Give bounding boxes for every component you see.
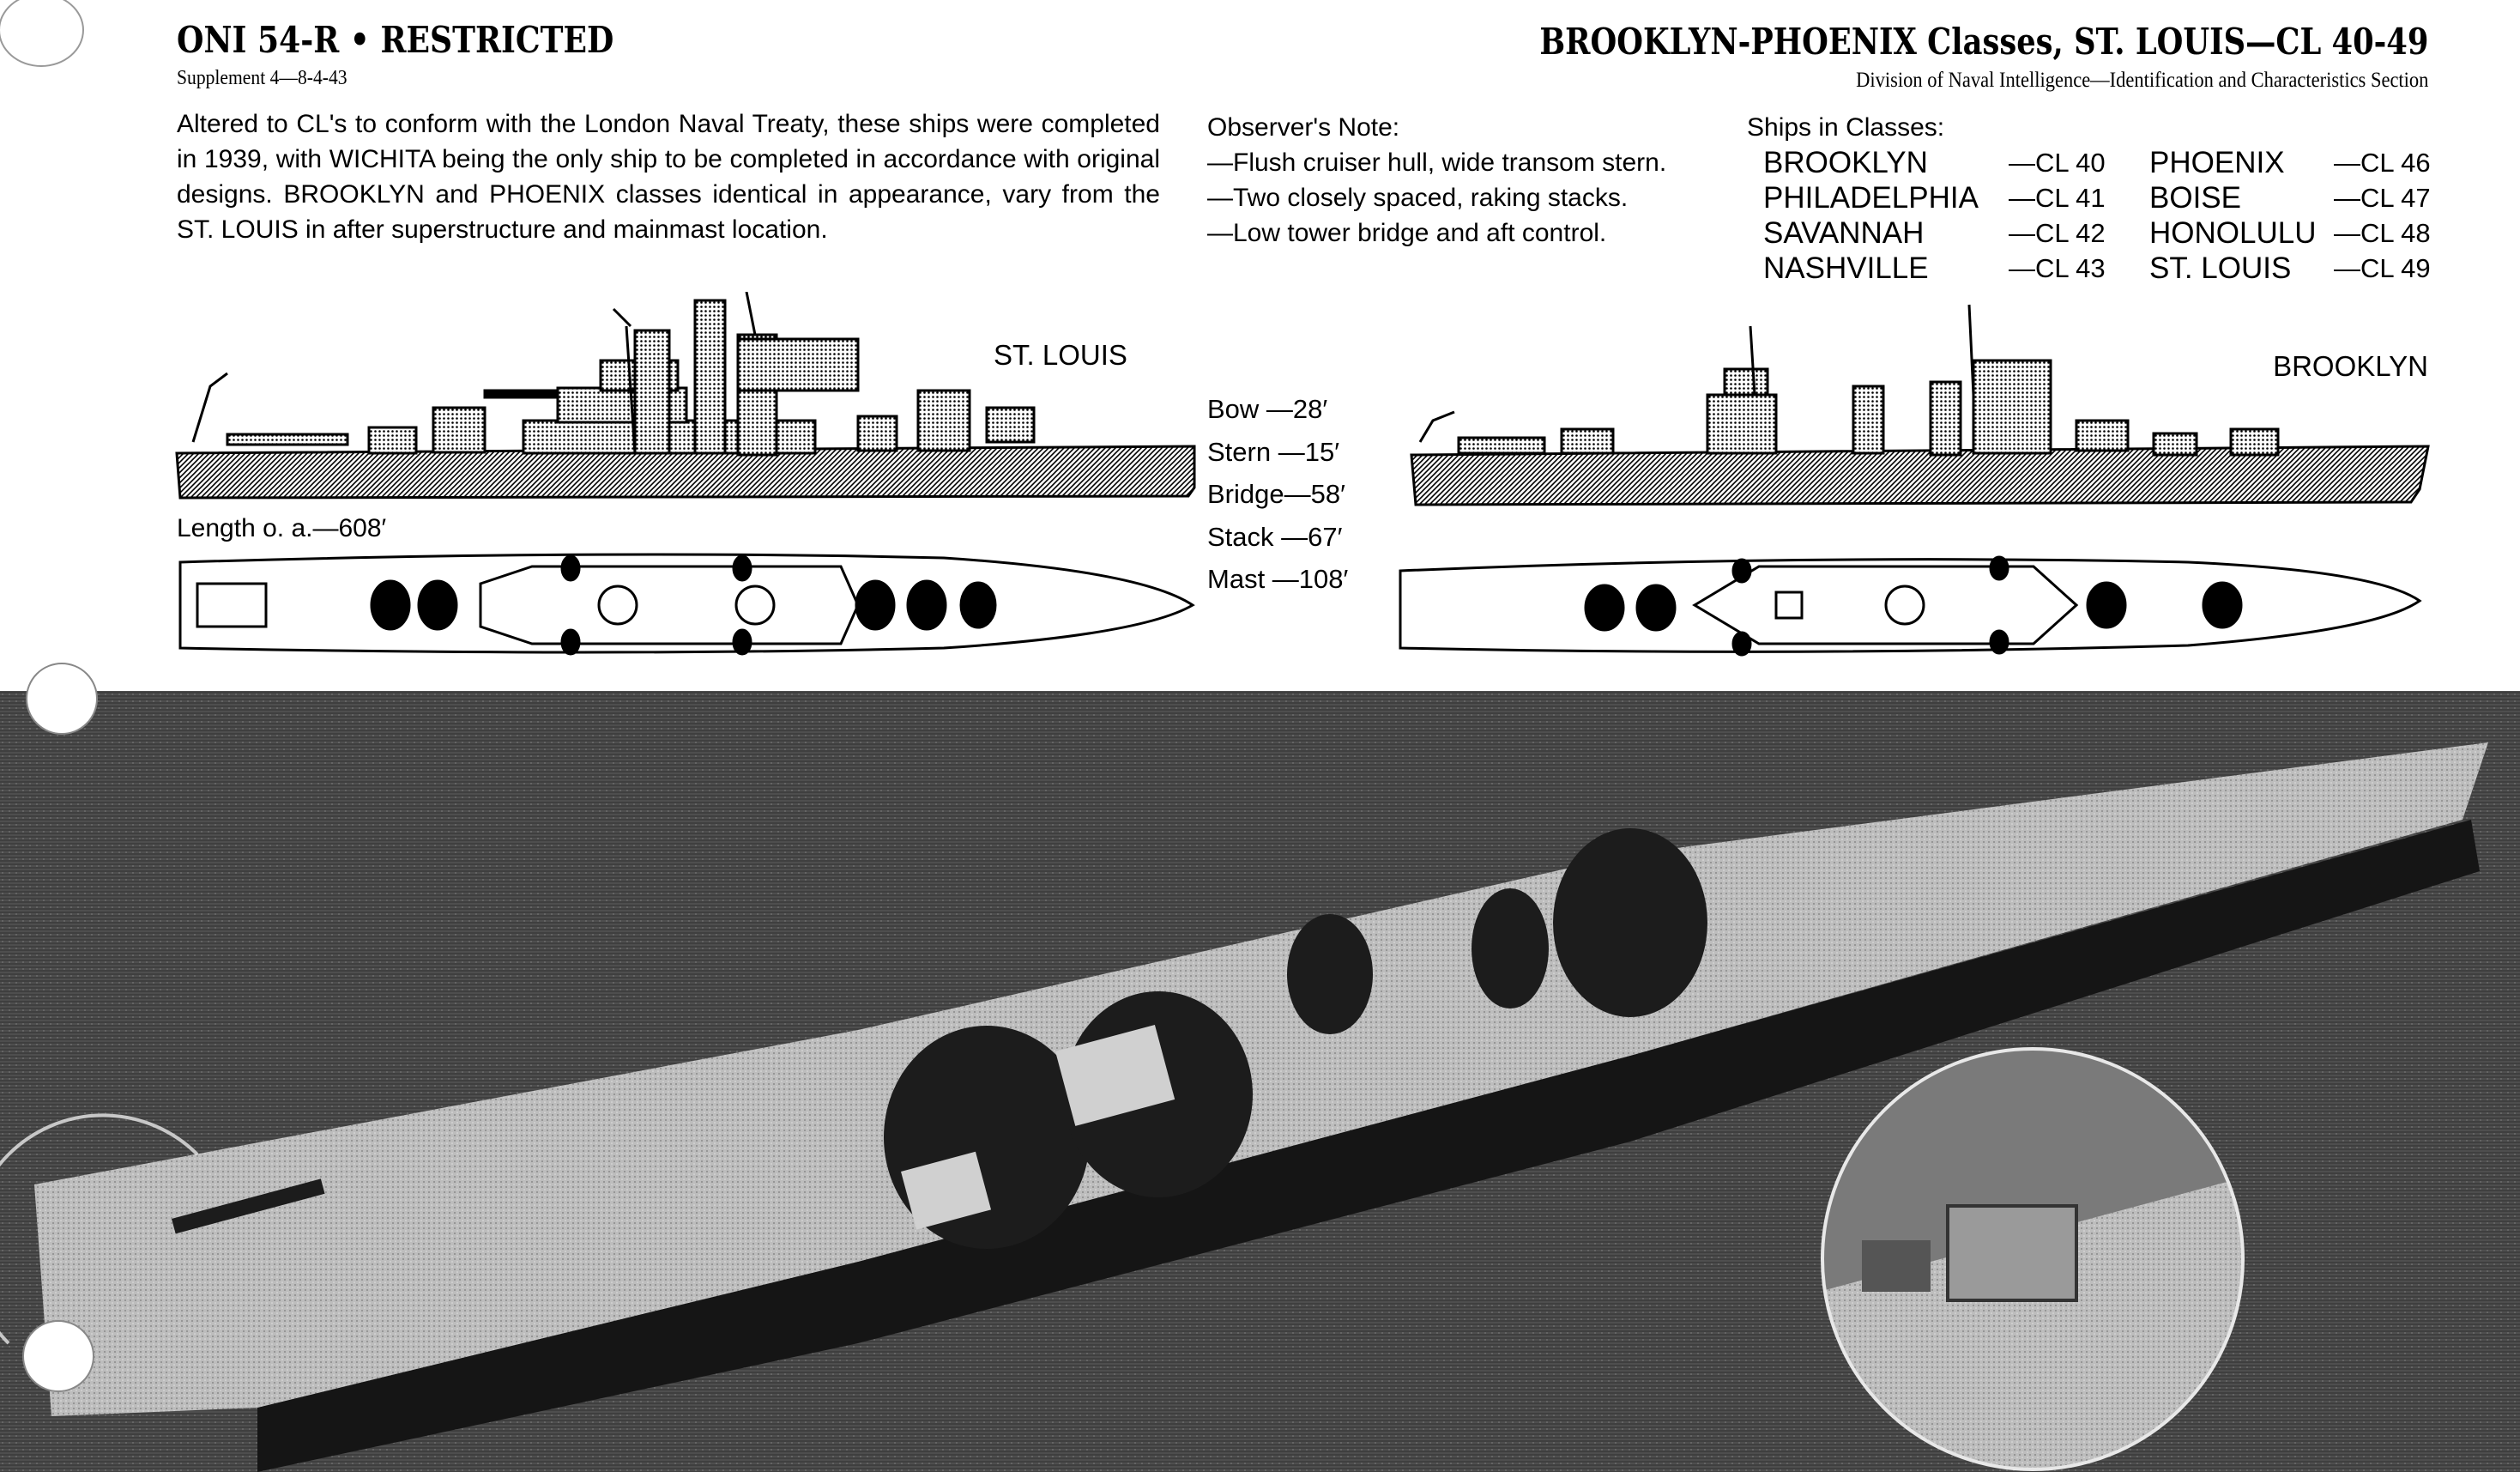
observer-notes: Observer's Note: —Flush cruiser hull, wi…	[1207, 110, 1666, 251]
punch-hole-top	[0, 0, 84, 67]
supplement-date: Supplement 4—8-4-43	[177, 67, 347, 89]
ship-drawings: ST. LOUIS Length o. a.—608′ BROOKLYN	[175, 292, 2430, 657]
dimension-bridge: Bridge—58′	[1207, 479, 1345, 509]
dimension-list: Bow —28′ Stern —15′ Bridge—58′ Stack —67…	[1207, 388, 1348, 601]
dimension-mast: Mast —108′	[1207, 564, 1349, 594]
hull-number: —CL 48	[2334, 218, 2431, 248]
ship-name: PHOENIX	[2149, 146, 2285, 179]
detail-inset-photo	[1822, 1049, 2243, 1469]
length-overall: Length o. a.—608′	[177, 514, 387, 542]
observer-note: —Two closely spaced, raking stacks.	[1207, 184, 1629, 212]
st-louis-profile-drawing	[175, 292, 1196, 500]
hull-number: —CL 47	[2334, 183, 2431, 213]
publication-title: ONI 54-R • RESTRICTED	[177, 19, 614, 61]
hull-number: —CL 42	[2009, 218, 2106, 248]
hull-number: —CL 43	[2009, 253, 2106, 283]
ship-name: BOISE	[2149, 181, 2241, 215]
hull-number: —CL 46	[2334, 148, 2431, 178]
ship-name: PHILADELPHIA	[1763, 181, 1979, 215]
aerial-photo	[0, 691, 2520, 1472]
st-louis-label: ST. LOUIS	[994, 339, 1127, 371]
observer-heading: Observer's Note:	[1207, 113, 1400, 142]
ship-name: ST. LOUIS	[2149, 251, 2292, 285]
division-subtitle: Division of Naval Intelligence—Identific…	[1855, 69, 2428, 92]
st-louis-plan-drawing	[178, 553, 1195, 656]
punch-hole	[26, 663, 98, 735]
dimension-stack: Stack —67′	[1207, 521, 1343, 552]
page-title: BROOKLYN-PHOENIX Classes, ST. LOUIS—CL 4…	[1538, 21, 2428, 63]
observer-note: —Flush cruiser hull, wide transom stern.	[1207, 148, 1667, 177]
ship-name: SAVANNAH	[1763, 216, 1925, 250]
dimension-stern: Stern —15′	[1207, 436, 1340, 467]
ship-row: SAVANNAH —CL 42 HONOLULU —CL 48	[1763, 215, 2432, 251]
brooklyn-plan-drawing	[1399, 555, 2422, 657]
dimension-bow: Bow —28′	[1207, 394, 1328, 424]
ships-in-classes: Ships in Classes: BROOKLYN —CL 40 PHOENIX —…	[1747, 110, 2433, 285]
ship-row: PHILADELPHIA —CL 41 BOISE —CL 47	[1763, 180, 2432, 215]
hull-number: —CL 41	[2009, 183, 2106, 213]
ship-row: NASHVILLE —CL 43 ST. LOUIS —CL 49	[1763, 251, 2432, 286]
observer-note: —Low tower bridge and aft control.	[1207, 219, 1607, 247]
ship-name: BROOKLYN	[1763, 146, 1928, 179]
brooklyn-profile-drawing	[1410, 304, 2430, 506]
intro-paragraph: Altered to CL's to conform with the Lond…	[177, 110, 1160, 244]
ship-row: BROOKLYN —CL 40 PHOENIX —CL 46	[1763, 145, 2432, 180]
ship-deck	[34, 742, 2488, 1416]
hull-number: —CL 40	[2009, 148, 2106, 178]
ship-hull-shadow	[257, 820, 2480, 1472]
punch-hole	[22, 1320, 94, 1392]
ship-name: HONOLULU	[2149, 216, 2317, 250]
ships-heading: Ships in Classes:	[1747, 113, 1945, 142]
hull-number: —CL 49	[2334, 253, 2431, 283]
ship-name: NASHVILLE	[1763, 251, 1929, 285]
brooklyn-label: BROOKLYN	[2273, 350, 2428, 382]
